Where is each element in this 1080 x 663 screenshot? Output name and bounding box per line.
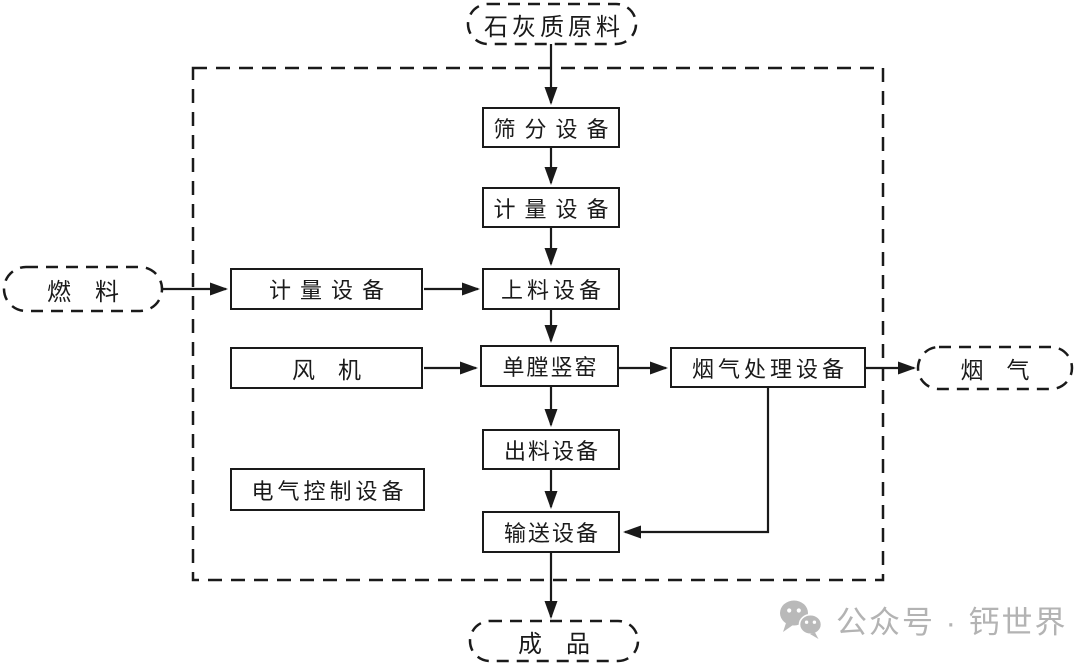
node-electrical-control: 电气控制设备	[230, 468, 425, 511]
node-metering-left-label: 计量设备	[268, 278, 393, 303]
system-boundary	[191, 66, 885, 582]
node-screening: 筛分设备	[482, 107, 620, 148]
node-fuel-label: 燃 料	[47, 278, 119, 306]
node-metering-center: 计量设备	[482, 187, 620, 228]
node-metering-left: 计量设备	[230, 268, 423, 310]
node-discharge: 出料设备	[482, 429, 620, 470]
wechat-official-account-icon	[780, 600, 823, 639]
node-limestone-label: 石灰质原料	[484, 13, 624, 41]
node-product: 成 品	[470, 621, 638, 661]
node-flue-gas-treatment-label: 烟气处理设备	[691, 356, 848, 382]
product-outline	[468, 619, 640, 663]
edge-fluetreatment-conveying	[623, 388, 770, 539]
node-product-label: 成 品	[518, 630, 590, 658]
node-electrical-control-label: 电气控制设备	[251, 478, 408, 504]
node-fan-label: 风 机	[292, 357, 361, 383]
node-conveying: 输送设备	[482, 511, 620, 553]
node-metering-center-label: 计量设备	[493, 196, 618, 222]
node-flue-gas: 烟 气	[918, 347, 1072, 389]
node-feeding: 上料设备	[482, 268, 620, 310]
limestone-outline	[466, 2, 638, 46]
node-limestone: 石灰质原料	[468, 4, 636, 44]
node-screening-label: 筛分设备	[493, 116, 618, 142]
node-discharge-label: 出料设备	[503, 438, 600, 464]
watermark: 公众号 · 钙世界	[779, 597, 1068, 642]
node-kiln-label: 单膛竖窑	[502, 355, 599, 380]
node-kiln: 单膛竖窑	[480, 345, 619, 387]
node-flue-gas-label: 烟 气	[960, 357, 1030, 383]
node-conveying-label: 输送设备	[503, 521, 600, 546]
flue-gas-outline	[916, 345, 1074, 391]
node-fuel: 燃 料	[4, 267, 162, 311]
node-fan: 风 机	[230, 347, 423, 389]
node-flue-gas-treatment: 烟气处理设备	[670, 347, 866, 388]
watermark-text: 公众号 · 钙世界	[836, 605, 1068, 640]
node-feeding-label: 上料设备	[500, 278, 605, 303]
